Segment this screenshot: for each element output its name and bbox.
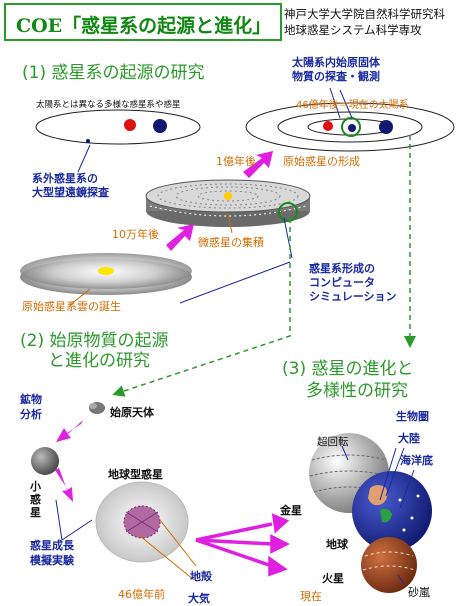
terrestrial-planet (95, 481, 189, 563)
present-solar-system (245, 102, 455, 152)
atmosphere-label: 大気 (188, 592, 210, 605)
earth-globe (352, 471, 432, 551)
earth-label: 地球 (326, 538, 348, 551)
terrestrial-planet-label: 地球型惑星 (108, 468, 163, 481)
planet-navy-icon (153, 119, 167, 133)
sandstorm-label: 砂嵐 (408, 586, 430, 599)
section2-heading-line2: と進化の研究 (48, 351, 150, 371)
dashed-flow-arrows (112, 135, 416, 397)
section2-heading-line1: (2) 始原物質の起源 (20, 331, 169, 351)
survey-label: 太陽系内始原固体 物質の探査・観測 (292, 56, 380, 83)
crust-label: 地殻 (190, 570, 212, 583)
venus-label: 金星 (280, 504, 302, 517)
affiliation-line2: 地球惑星システム科学専攻 (284, 23, 422, 37)
central-star-icon (224, 192, 232, 200)
continent-label: 大陸 (398, 432, 420, 445)
super-rotation-label: 超回転 (317, 436, 349, 448)
protoplanet-formation-label: 原始惑星の形成 (283, 155, 360, 168)
section3-heading-line2: 多様性の研究 (306, 381, 408, 401)
title-box: COE「惑星系の起源と進化」 (4, 3, 282, 41)
section1-heading: (1) 惑星系の起源の研究 (22, 63, 205, 83)
present-solar-system-label: 46億年後＝現在の太陽系 (296, 100, 409, 111)
highlight-ring-icon (341, 117, 361, 137)
primitive-body-label: 始原天体 (110, 406, 154, 419)
extrasolar-survey-label: 系外惑星系の 大型望遠鏡探査 (32, 172, 109, 199)
mineral-analysis-label: 鉱物 分析 (20, 393, 42, 421)
hundred-thousand-years-label: 10万年後 (112, 228, 159, 241)
star-red-icon (124, 119, 136, 131)
small-planet-icon (86, 139, 90, 143)
page-title: COE「惑星系の起源と進化」 (16, 15, 272, 37)
mars-label: 火星 (322, 572, 344, 585)
nebula-disk (20, 253, 192, 295)
asteroid-label: 小 惑 星 (30, 480, 41, 519)
one-hundred-million-years-label: 1億年後 (216, 155, 256, 168)
seafloor-label: 海洋底 (400, 454, 433, 467)
present-label: 現在 (300, 590, 322, 603)
planetesimal-accumulation-label: 微惑星の集積 (198, 236, 264, 249)
section1-leader-lines (77, 87, 353, 304)
section2-arrows (55, 420, 83, 502)
biosphere-label: 生物圏 (396, 410, 429, 423)
mars-globe (361, 537, 417, 593)
protoplanetary-disk (145, 179, 311, 227)
growth-experiment-label: 惑星成長 模擬実験 (30, 539, 74, 567)
sun-icon (323, 121, 333, 131)
section1-arrows (166, 151, 273, 251)
simulation-label: 惑星系形成の コンピュータ シミュレーション (309, 262, 397, 303)
diverse-systems-note: 太陽系とは異なる多様な惑星系や惑星 (36, 100, 181, 110)
evolution-arrows (195, 513, 290, 577)
asteroid-icon (31, 447, 59, 475)
nebula-birth-label: 原始惑星系雲の誕生 (22, 300, 121, 313)
diverse-planetary-system (35, 109, 201, 145)
section3-heading-line1: (3) 惑星の進化と (282, 359, 414, 379)
billion-years-ago-label: 46億年前 (118, 588, 165, 601)
primitive-body (89, 402, 105, 414)
affiliation-line1: 神戸大学大学院自然科学研究科 (284, 7, 445, 21)
